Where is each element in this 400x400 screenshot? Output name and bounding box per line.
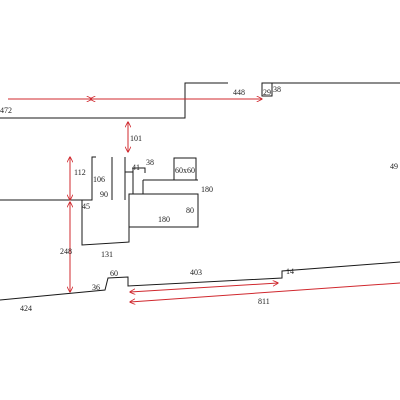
- label-80: 80: [186, 206, 194, 215]
- label-38-mid: 38: [146, 158, 154, 167]
- room-41-outline: [124, 167, 146, 200]
- small-notch: [261, 82, 273, 97]
- label-131: 131: [101, 250, 113, 259]
- bottom-wall: [0, 261, 400, 301]
- label-36: 36: [92, 283, 100, 292]
- dimension-lines: [8, 99, 400, 302]
- dim-403: [130, 283, 278, 292]
- label-472: 472: [0, 106, 12, 115]
- top-wall: [0, 82, 228, 119]
- label-60: 60: [110, 269, 118, 278]
- dim-811: [130, 282, 400, 302]
- label-811: 811: [258, 297, 270, 306]
- label-90: 90: [100, 190, 108, 199]
- left-room-inner: [81, 171, 134, 246]
- label-106: 106: [93, 175, 105, 184]
- label-101: 101: [130, 134, 142, 143]
- label-180-right: 180: [201, 185, 213, 194]
- dimension-labels: 472 448 29 38 101 49 112 106 41 38 60x60…: [0, 85, 398, 313]
- outline-geometry: [0, 82, 400, 301]
- label-448: 448: [233, 88, 245, 97]
- left-room-outline: [0, 156, 96, 201]
- label-180-bottom: 180: [158, 215, 170, 224]
- top-wall-right: [261, 82, 400, 96]
- label-45: 45: [82, 202, 90, 211]
- label-403: 403: [190, 268, 202, 277]
- label-49: 49: [390, 162, 398, 171]
- label-29: 29: [263, 88, 271, 97]
- label-248: 248: [60, 247, 72, 256]
- label-60x60: 60x60: [175, 166, 195, 175]
- label-41: 41: [132, 163, 140, 172]
- label-424: 424: [20, 304, 32, 313]
- label-112: 112: [74, 168, 86, 177]
- room-180-outline: [129, 193, 199, 228]
- label-38-top: 38: [273, 85, 281, 94]
- label-14: 14: [286, 267, 294, 276]
